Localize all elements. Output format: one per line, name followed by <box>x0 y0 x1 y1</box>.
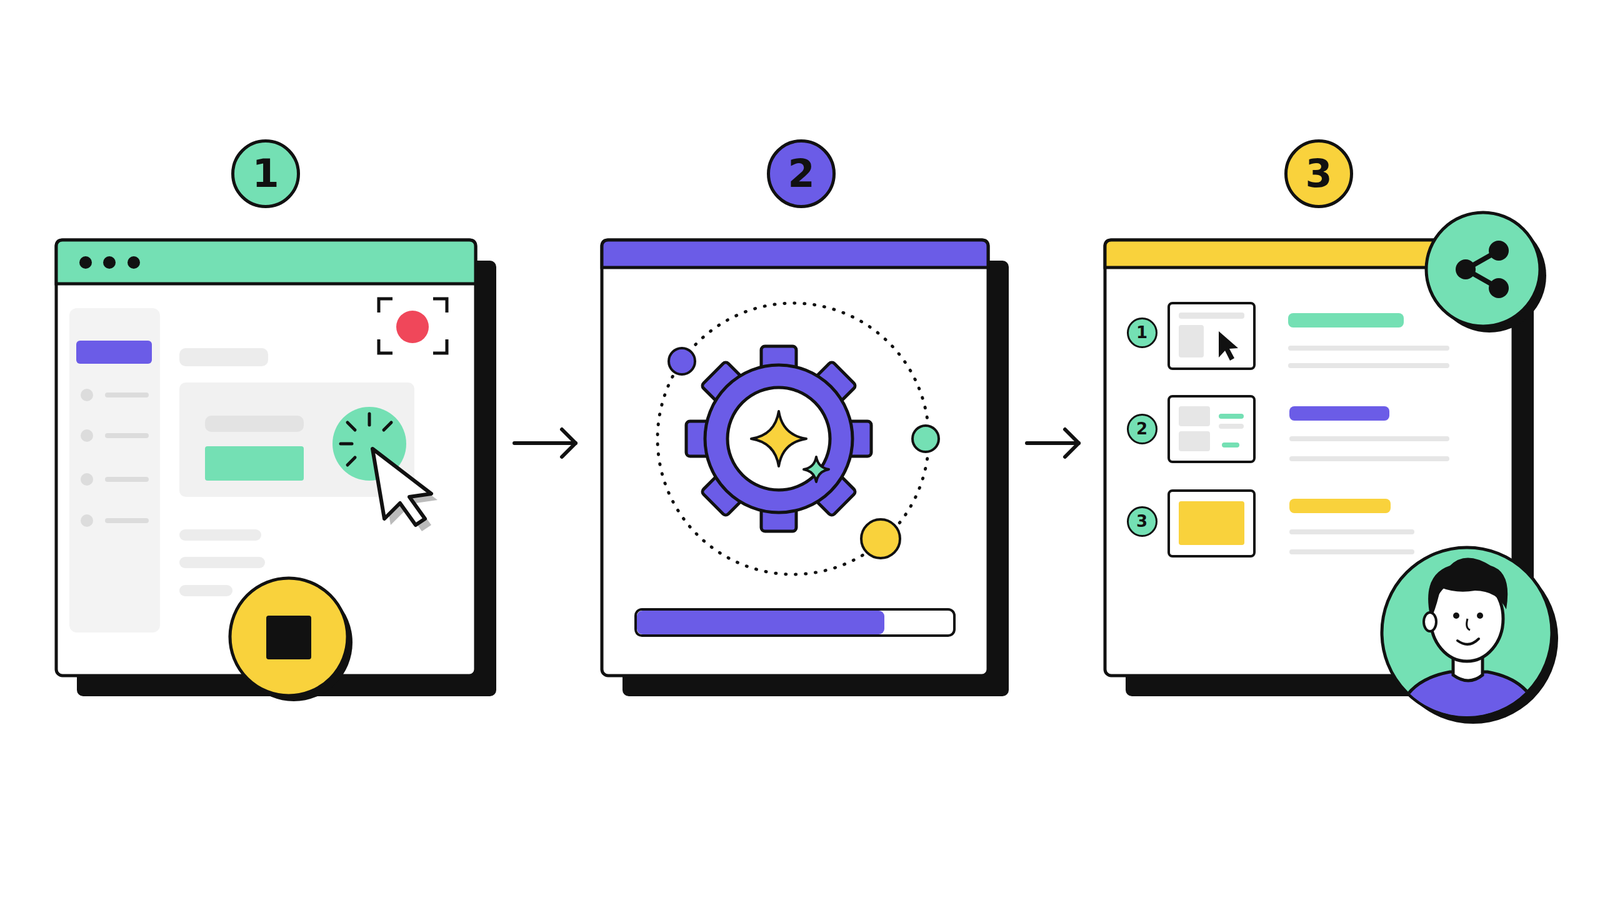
step-number-badge: 1 <box>231 139 300 209</box>
step-number: 1 <box>251 154 279 194</box>
step-number-circle: 3 <box>1126 506 1158 537</box>
step-panel: 3123 <box>1105 240 1514 676</box>
flow-arrow <box>514 429 576 457</box>
step-panel: 2 <box>601 240 989 676</box>
callout-number: 2 <box>1136 420 1148 437</box>
callout-number: 3 <box>1136 513 1148 530</box>
step-panel: 1 <box>56 240 476 676</box>
guide-panel <box>1105 212 1559 725</box>
step-number: 3 <box>1305 154 1332 194</box>
callout-number: 1 <box>1136 324 1148 341</box>
step-number: 2 <box>787 154 815 194</box>
step-number-circle: 2 <box>1126 413 1158 445</box>
step-number-circle: 1 <box>1126 317 1158 349</box>
processing-panel <box>601 240 1009 697</box>
flow-arrow <box>1026 429 1079 457</box>
step-number-badge: 3 <box>1284 139 1354 209</box>
step-number-badge: 2 <box>766 139 836 209</box>
recording-panel <box>56 240 497 702</box>
